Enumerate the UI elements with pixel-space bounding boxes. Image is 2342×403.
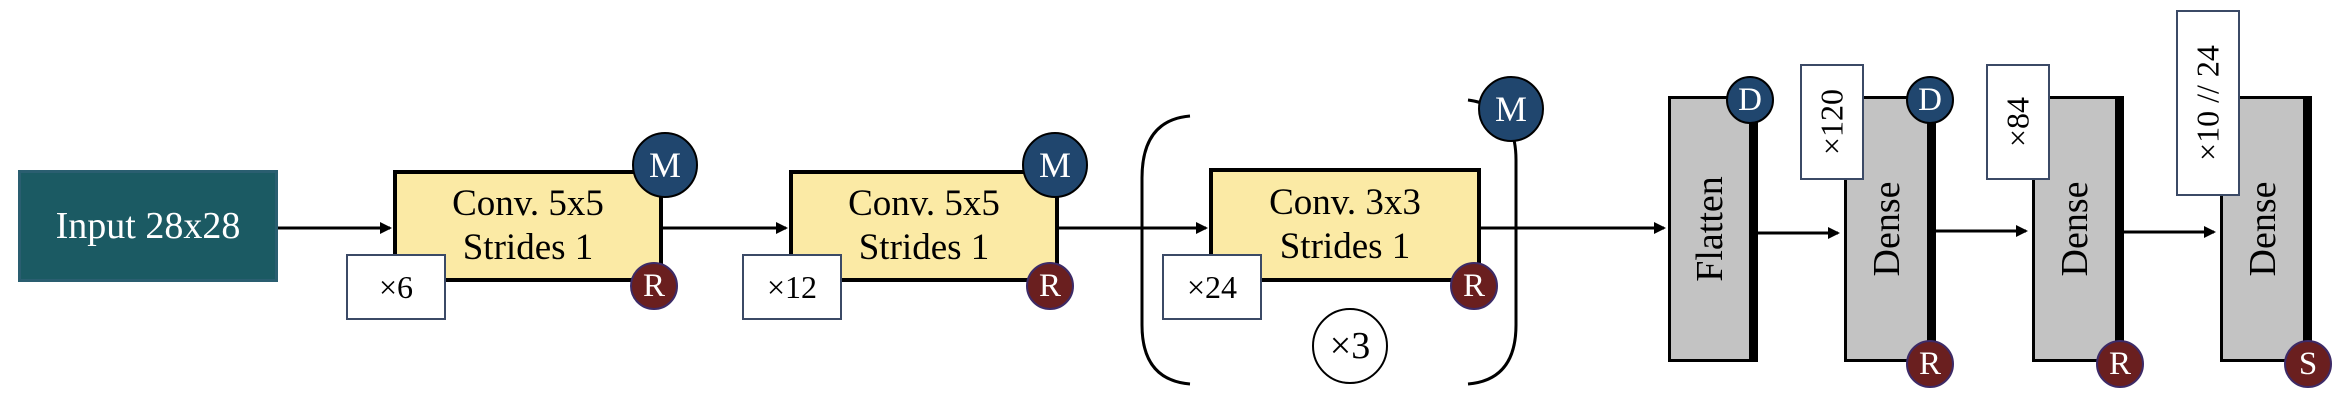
dense1-label: Dense — [1866, 181, 1908, 277]
flatten-label: Flatten — [1689, 176, 1731, 282]
conv2-strides: Strides 1 — [858, 227, 990, 268]
conv3-filter-count: ×24 — [1162, 254, 1262, 320]
dropout-badge-flatten: D — [1726, 76, 1774, 124]
relu-badge-2: R — [1026, 262, 1074, 310]
maxpool-badge-2: M — [1022, 132, 1088, 198]
conv-block-2: Conv. 5x5 Strides 1 — [789, 170, 1059, 282]
conv2-filter-count: ×12 — [742, 254, 842, 320]
conv3-strides: Strides 1 — [1279, 226, 1411, 267]
relu-badge-3: R — [1450, 262, 1498, 310]
conv1-filter-count: ×6 — [346, 254, 446, 320]
dense2-units: ×84 — [1986, 64, 2050, 180]
conv1-strides: Strides 1 — [462, 227, 594, 268]
relu-badge-dense1: R — [1906, 340, 1954, 388]
conv3-kernel: Conv. 3x3 — [1269, 181, 1421, 223]
dropout-badge-dense1: D — [1906, 76, 1954, 124]
dense1-units: ×120 — [1800, 64, 1864, 180]
dense3-units: ×10 // 24 — [2176, 10, 2240, 196]
input-label: Input 28x28 — [55, 205, 241, 247]
conv1-kernel: Conv. 5x5 — [452, 182, 604, 224]
repeat-count-badge: ×3 — [1312, 308, 1388, 384]
dense2-label: Dense — [2054, 181, 2096, 277]
maxpool-badge-1: M — [632, 132, 698, 198]
relu-badge-dense2: R — [2096, 340, 2144, 388]
input-layer: Input 28x28 — [18, 170, 278, 282]
relu-badge-1: R — [630, 262, 678, 310]
maxpool-badge-3: M — [1478, 76, 1544, 142]
repeat-bracket-left — [1140, 114, 1191, 386]
conv2-kernel: Conv. 5x5 — [848, 182, 1000, 224]
softmax-badge-dense3: S — [2284, 340, 2332, 388]
dense3-label: Dense — [2242, 181, 2284, 277]
flatten-layer: Flatten — [1668, 96, 1752, 362]
